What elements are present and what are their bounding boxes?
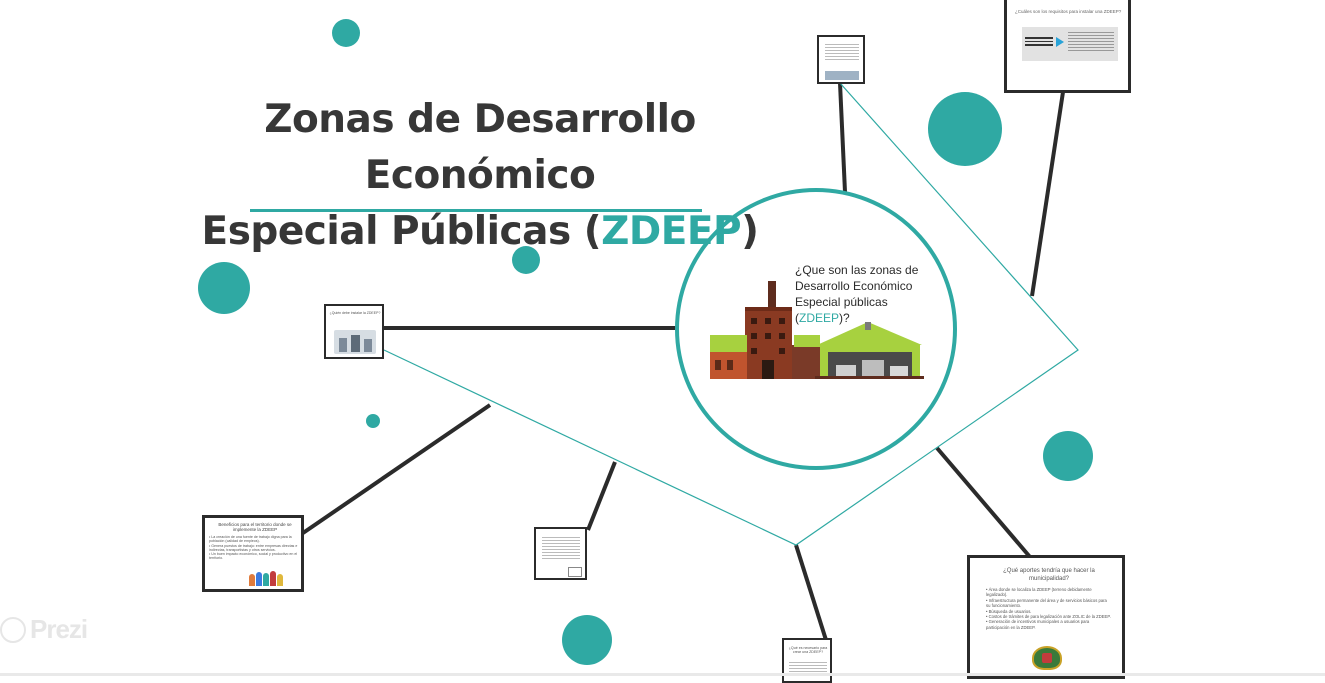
frame-bottom-center[interactable]: [534, 527, 587, 580]
frame-bottom-lines: [789, 660, 827, 674]
frame-top-right[interactable]: ¿Cuáles son los requisitos para instalar…: [1004, 0, 1131, 93]
page-title: Zonas de Desarrollo Económico Especial P…: [150, 92, 810, 260]
frame-left-mid[interactable]: ¿Quién debe instalar la ZDEEP?: [324, 304, 384, 359]
title-line-2: Especial Públicas (ZDEEP): [150, 204, 810, 260]
contribution-item: • Área donde se localiza la ZDEEP (terre…: [986, 587, 1092, 598]
frame-bottom-right-title: ¿Qué aportes tendría que hacer la munici…: [1003, 568, 1095, 582]
dot: [366, 414, 380, 428]
people-illustration: [249, 570, 283, 586]
frame-top[interactable]: [817, 35, 865, 84]
connector-bottom-frame: [794, 544, 828, 641]
hub-question-suffix: )?: [839, 311, 850, 325]
title-accent: ZDEEP: [601, 209, 742, 254]
benefit-item: • La creación de una fuente de trabajo d…: [209, 535, 292, 544]
dot: [928, 92, 1002, 166]
connector-bottom-right-frame: [935, 446, 1032, 559]
contribution-item: • Costos de trámites de para legalizació…: [986, 614, 1111, 620]
frame-bottom-title: ¿Qué es necesario para crear una ZDEEP?: [788, 646, 828, 655]
contribution-item: • Búsqueda de usuarios.: [986, 608, 1032, 614]
contribution-item: • Generación de incentivos municipales a…: [986, 619, 1090, 630]
title-line-2-prefix: Especial Públicas (: [201, 209, 602, 254]
frame-bottom-left[interactable]: Beneficios para el territorio donde se i…: [202, 515, 304, 592]
frame-top-image: [825, 71, 859, 80]
frame-top-lines: [825, 42, 859, 62]
title-line-1: Zonas de Desarrollo Económico: [264, 97, 696, 198]
contribution-item: • Infraestructura permanente del área y …: [986, 597, 1107, 609]
frame-bottom[interactable]: ¿Qué es necesario para crear una ZDEEP?: [782, 638, 832, 683]
benefit-item: • Genera puestos de trabajo: entre empre…: [209, 543, 298, 552]
title-line-2-suffix: ): [741, 209, 759, 254]
connectors: [301, 82, 1065, 641]
benefit-item: • Un buen impacto económico, social y pr…: [209, 552, 298, 561]
frame-bottom-center-image: [568, 567, 582, 577]
frame-bottom-left-title: Beneficios para el territorio donde se i…: [218, 522, 292, 532]
connector-top-frame: [838, 82, 847, 193]
title-underline: [250, 209, 702, 212]
connector-bottom-center-frame: [586, 461, 617, 531]
connector-bottom-left-frame: [301, 403, 492, 535]
factory-illustration: [710, 281, 924, 379]
hub-question[interactable]: ¿Que son las zonas de Desarrollo Económi…: [795, 262, 945, 326]
prezi-logo-icon: [0, 617, 26, 643]
frame-bottom-center-lines: [542, 535, 580, 561]
bottom-bar: [0, 673, 1325, 676]
dot: [1043, 431, 1093, 481]
dot: [198, 262, 250, 314]
dot: [512, 246, 540, 274]
frame-bottom-right[interactable]: ¿Qué aportes tendría que hacer la munici…: [967, 555, 1125, 679]
connector-top-right-frame: [1030, 91, 1065, 297]
path-line: [383, 82, 1079, 546]
hub-circle[interactable]: [675, 188, 957, 470]
arrow-right-icon: [1056, 37, 1064, 47]
decorative-dots: [198, 19, 1093, 665]
hub-question-accent: ZDEEP: [799, 311, 840, 325]
frame-left-mid-image: [334, 330, 376, 354]
hub-question-prefix: ¿Que son las zonas de Desarrollo Económi…: [795, 263, 919, 325]
frame-top-right-title: ¿Cuáles son los requisitos para instalar…: [1015, 9, 1122, 14]
frame-bottom-left-content: Beneficios para el territorio donde se i…: [209, 522, 301, 561]
frame-left-mid-title: ¿Quién debe instalar la ZDEEP?: [329, 311, 381, 315]
prezi-logo-text: Prezi: [30, 614, 88, 644]
dot: [332, 19, 360, 47]
dot: [562, 615, 612, 665]
frame-bottom-right-content: ¿Qué aportes tendría que hacer la munici…: [986, 567, 1112, 630]
frame-top-right-panel: [1022, 27, 1118, 61]
prezi-logo: Prezi: [0, 614, 88, 645]
municipal-crest-icon: [1032, 646, 1062, 670]
